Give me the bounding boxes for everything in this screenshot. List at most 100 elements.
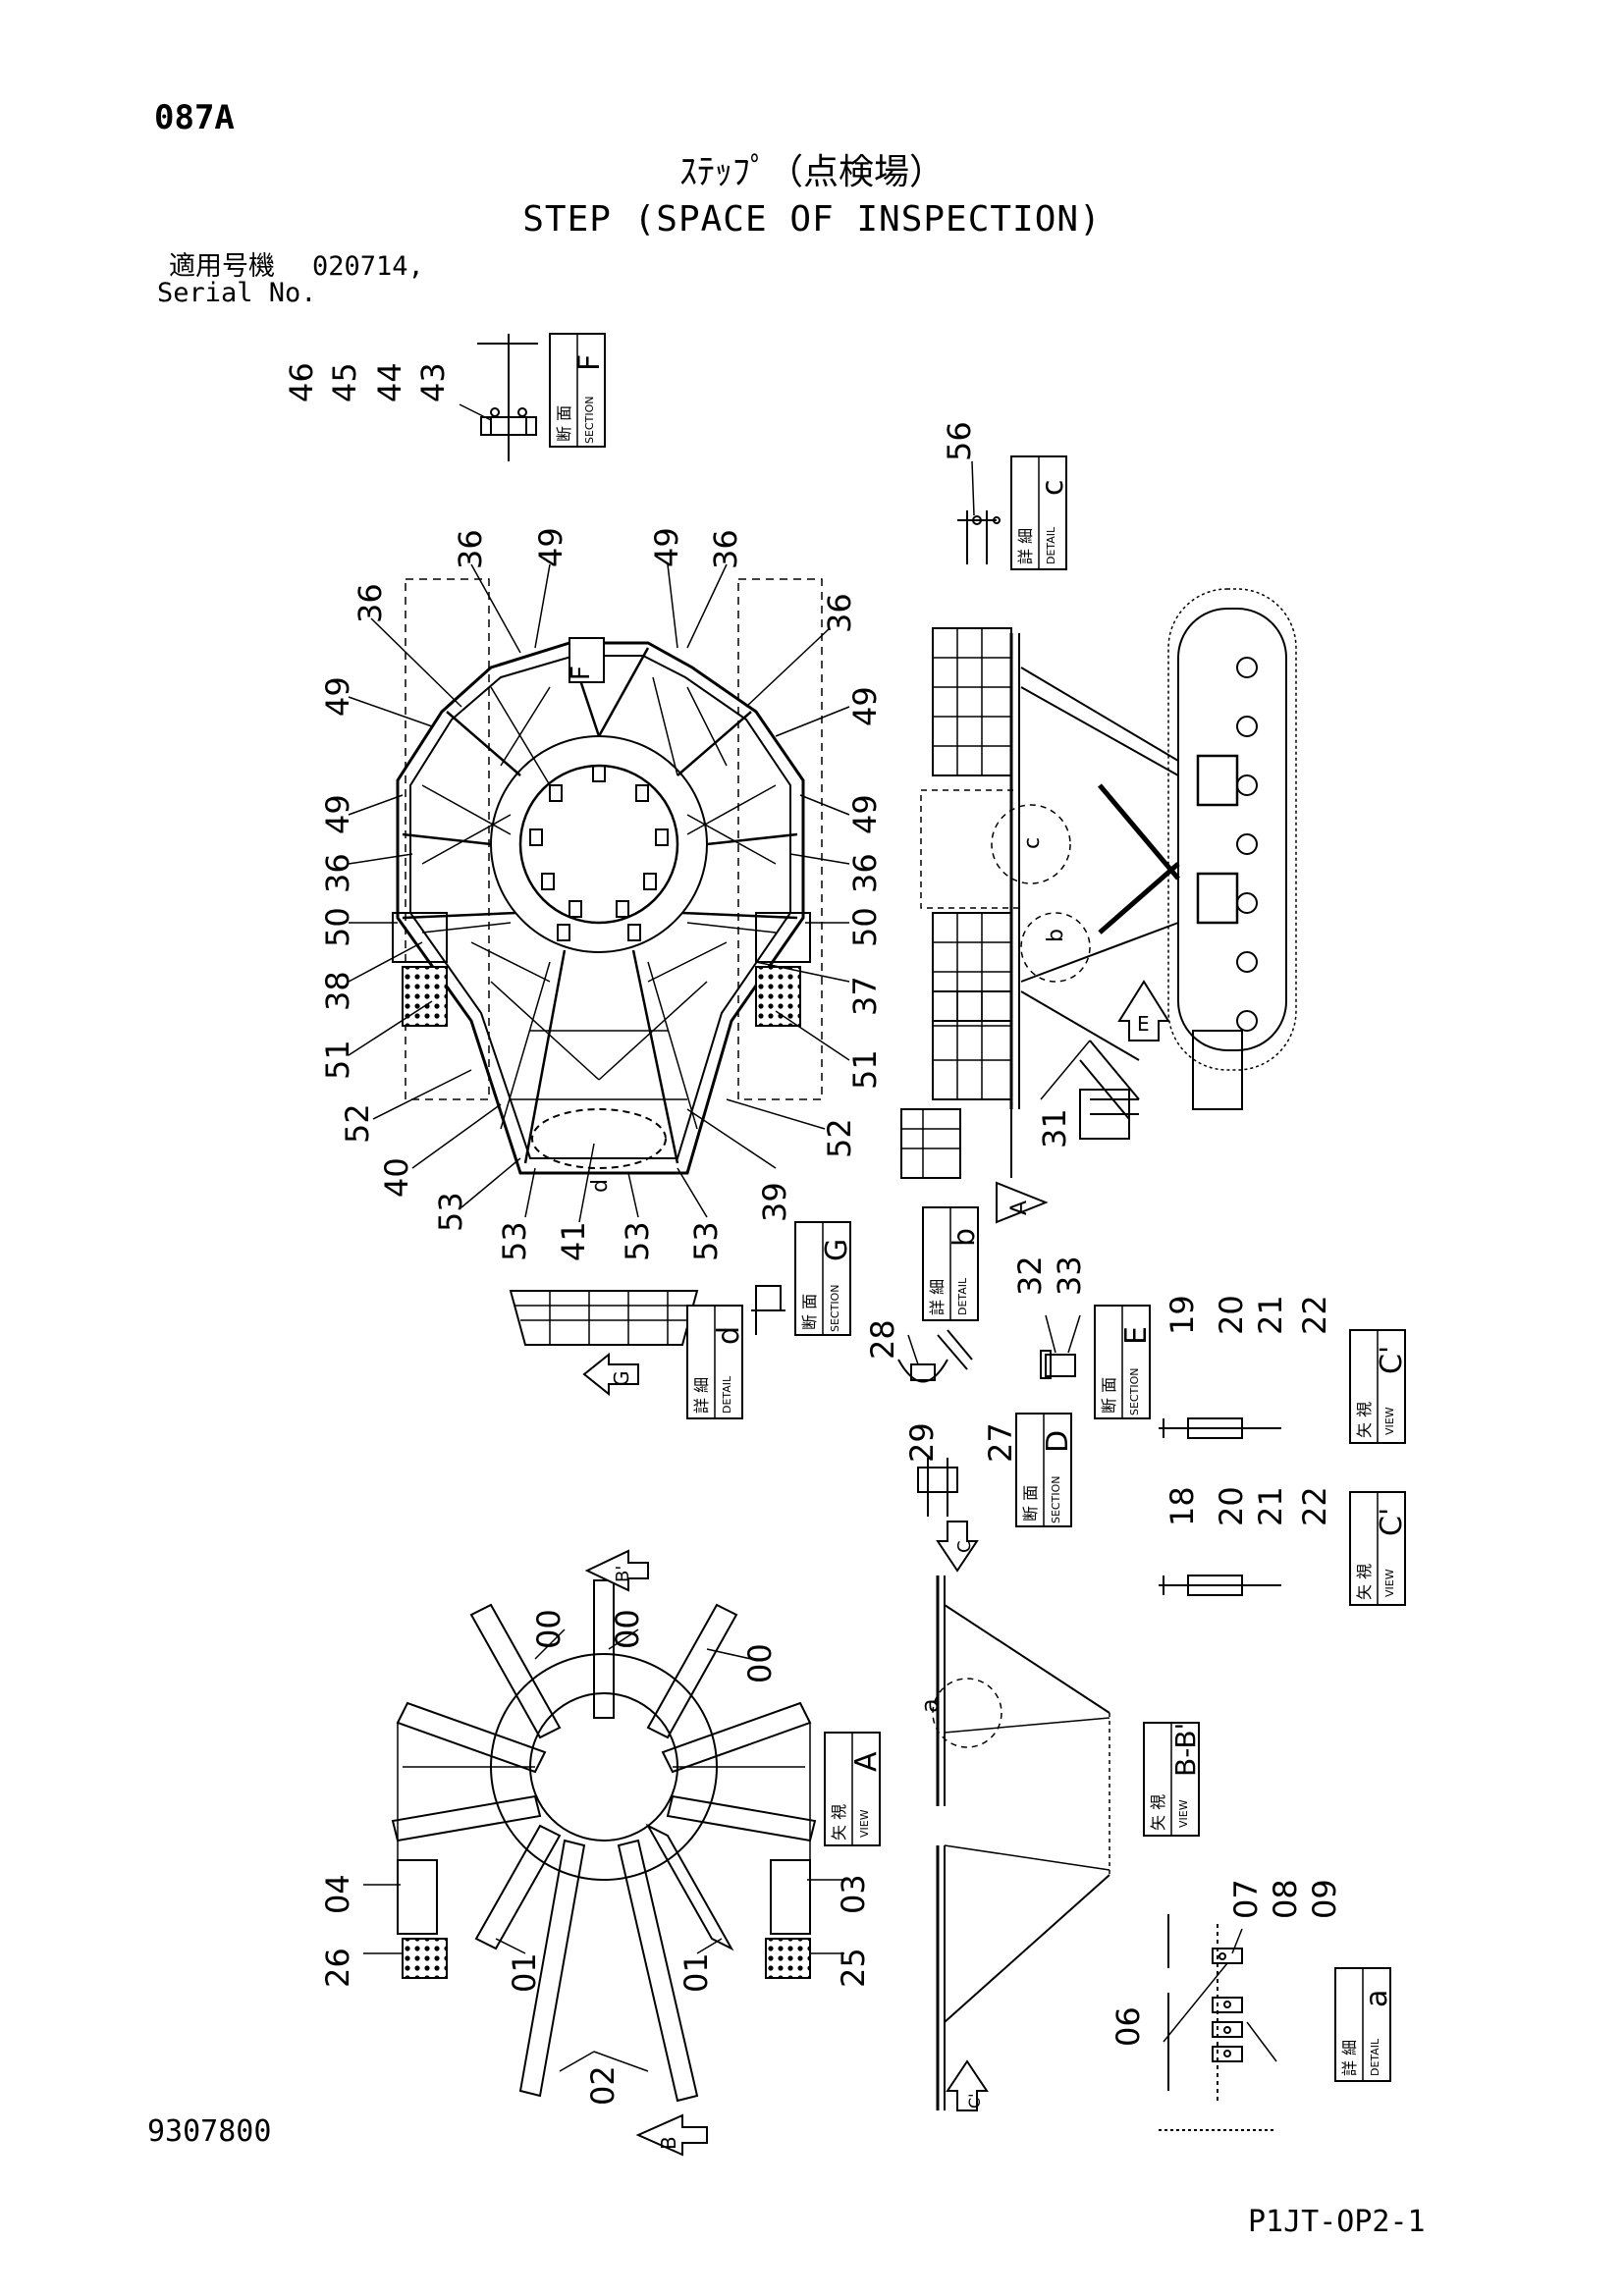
serial-label-japanese: 適用号機 xyxy=(169,251,275,282)
plan-f-letter: F xyxy=(567,666,596,680)
part-31: 31 xyxy=(1036,1108,1073,1148)
part-49: 49 xyxy=(846,686,884,726)
detail-b-drawing xyxy=(897,1329,973,1383)
part-01: 01 xyxy=(677,1952,715,1993)
view-a-drawing xyxy=(391,1579,817,2103)
page-code: 087A xyxy=(154,98,235,137)
section-g-drawing xyxy=(751,1285,785,1335)
detail-b-callouts: 28 xyxy=(864,1319,919,1365)
part-36: 36 xyxy=(707,529,744,569)
view-c2-label: 矢 視 VIEW C' xyxy=(1349,1491,1409,1606)
part-18: 18 xyxy=(1164,1486,1201,1526)
section-f-callouts: 46 45 44 43 xyxy=(283,362,492,421)
arrow-g-letter: G xyxy=(610,1371,633,1387)
sheet-id: P1JT-OP2-1 xyxy=(1248,2205,1426,2239)
part-21: 21 xyxy=(1252,1295,1289,1335)
section-e-letter: E xyxy=(1119,1326,1154,1345)
detail-a-label: 詳 細 DETAIL a xyxy=(1334,1967,1394,2082)
part-06: 06 xyxy=(1110,2006,1147,2047)
part-49: 49 xyxy=(319,794,356,834)
part-37: 37 xyxy=(846,976,884,1016)
detail-a-leaders xyxy=(1163,1928,1277,2062)
arrow-b-top: B' xyxy=(584,1549,649,1592)
part-22: 22 xyxy=(1296,1295,1333,1335)
arrow-g: G xyxy=(582,1352,639,1397)
section-e-callouts: 32 33 xyxy=(1011,1255,1088,1354)
document-number: 9307800 xyxy=(147,2114,272,2149)
part-46: 46 xyxy=(283,362,320,402)
arrow-c-bottom-letter: C' xyxy=(965,2093,984,2109)
part-44: 44 xyxy=(371,362,408,402)
detail-c-letter: c xyxy=(1036,480,1070,497)
plan-d-mark: d xyxy=(588,1179,613,1193)
section-d-callouts: 29 27 xyxy=(903,1422,1019,1463)
part-00: 00 xyxy=(609,1609,646,1649)
part-40: 40 xyxy=(378,1157,415,1198)
part-21: 21 xyxy=(1252,1486,1289,1526)
serial-value: 020714, xyxy=(312,251,424,282)
plan-view-leaders xyxy=(348,563,850,1223)
view-bb-letter: B-B' xyxy=(1169,1723,1202,1777)
arrow-c-top-letter: C xyxy=(954,1540,975,1553)
part-07: 07 xyxy=(1227,1879,1265,1919)
part-08: 08 xyxy=(1267,1879,1304,1919)
part-36: 36 xyxy=(821,593,858,633)
view-bb-markers: a xyxy=(916,1698,944,1713)
section-f-label: 断 面 SECTION F xyxy=(549,333,607,448)
detail-a-callouts: 07 08 09 06 xyxy=(1110,1879,1343,2047)
arrow-a: A xyxy=(996,1181,1049,1224)
detail-b-en: DETAIL xyxy=(956,1277,969,1315)
view-bb-jp: 矢 視 xyxy=(1149,1794,1167,1831)
part-41: 41 xyxy=(555,1221,592,1261)
part-33: 33 xyxy=(1051,1255,1088,1296)
section-g-label: 断 面 SECTION G xyxy=(794,1221,854,1336)
section-d-label: 断 面 SECTION D xyxy=(1015,1413,1075,1527)
detail-a-jp: 詳 細 xyxy=(1340,2040,1359,2076)
arrow-a-letter: A xyxy=(1007,1201,1032,1215)
part-36: 36 xyxy=(319,853,356,893)
title-english: STEP (SPACE OF INSPECTION) xyxy=(522,199,1102,240)
plan-view-markers: F d xyxy=(567,666,613,1193)
section-f-letter: F xyxy=(572,354,607,371)
part-02: 02 xyxy=(584,2065,622,2106)
view-c2-callouts: 18 20 21 22 xyxy=(1164,1486,1333,1526)
section-d-drawing xyxy=(917,1458,958,1517)
detail-d-drawing xyxy=(509,1290,699,1346)
part-52: 52 xyxy=(821,1118,858,1158)
detail-c-en: DETAIL xyxy=(1045,526,1057,564)
detail-c-drawing xyxy=(957,510,1001,564)
detail-b-jp: 詳 細 xyxy=(928,1279,947,1315)
section-g-jp: 断 面 xyxy=(800,1294,819,1330)
part-29: 29 xyxy=(903,1422,941,1463)
section-g-en: SECTION xyxy=(829,1285,841,1332)
detail-c-label: 詳 細 DETAIL c xyxy=(1010,455,1070,570)
arrow-e-letter: E xyxy=(1137,1012,1150,1036)
section-e-drawing xyxy=(1040,1350,1076,1379)
view-c1-jp: 矢 視 xyxy=(1355,1402,1374,1438)
part-53: 53 xyxy=(687,1221,725,1261)
arrow-e: E xyxy=(1117,980,1170,1041)
part-36: 36 xyxy=(846,853,884,893)
view-bb-a-mark: a xyxy=(916,1698,944,1713)
part-19: 19 xyxy=(1164,1295,1201,1335)
title-japanese: ｽﾃｯﾌﾟ（点検場） xyxy=(678,152,945,192)
part-53: 53 xyxy=(496,1221,533,1261)
part-22: 22 xyxy=(1296,1486,1333,1526)
part-20: 20 xyxy=(1213,1295,1250,1335)
part-27: 27 xyxy=(982,1422,1019,1463)
section-f-jp: 断 面 xyxy=(555,405,573,442)
part-45: 45 xyxy=(326,362,363,402)
section-g-letter: G xyxy=(820,1239,854,1261)
elevation-c-mark: c xyxy=(1020,837,1045,849)
part-00: 00 xyxy=(741,1643,779,1683)
view-c2-en: VIEW xyxy=(1383,1569,1396,1597)
part-49: 49 xyxy=(846,794,884,834)
detail-c-callouts: 56 xyxy=(941,421,978,516)
part-52: 52 xyxy=(339,1103,376,1144)
view-a-label: 矢 視 VIEW A xyxy=(824,1732,884,1846)
part-00: 00 xyxy=(530,1609,568,1649)
arrow-b-bottom: B xyxy=(635,2113,708,2157)
part-26: 26 xyxy=(319,1948,356,1988)
part-01: 01 xyxy=(506,1952,543,1993)
